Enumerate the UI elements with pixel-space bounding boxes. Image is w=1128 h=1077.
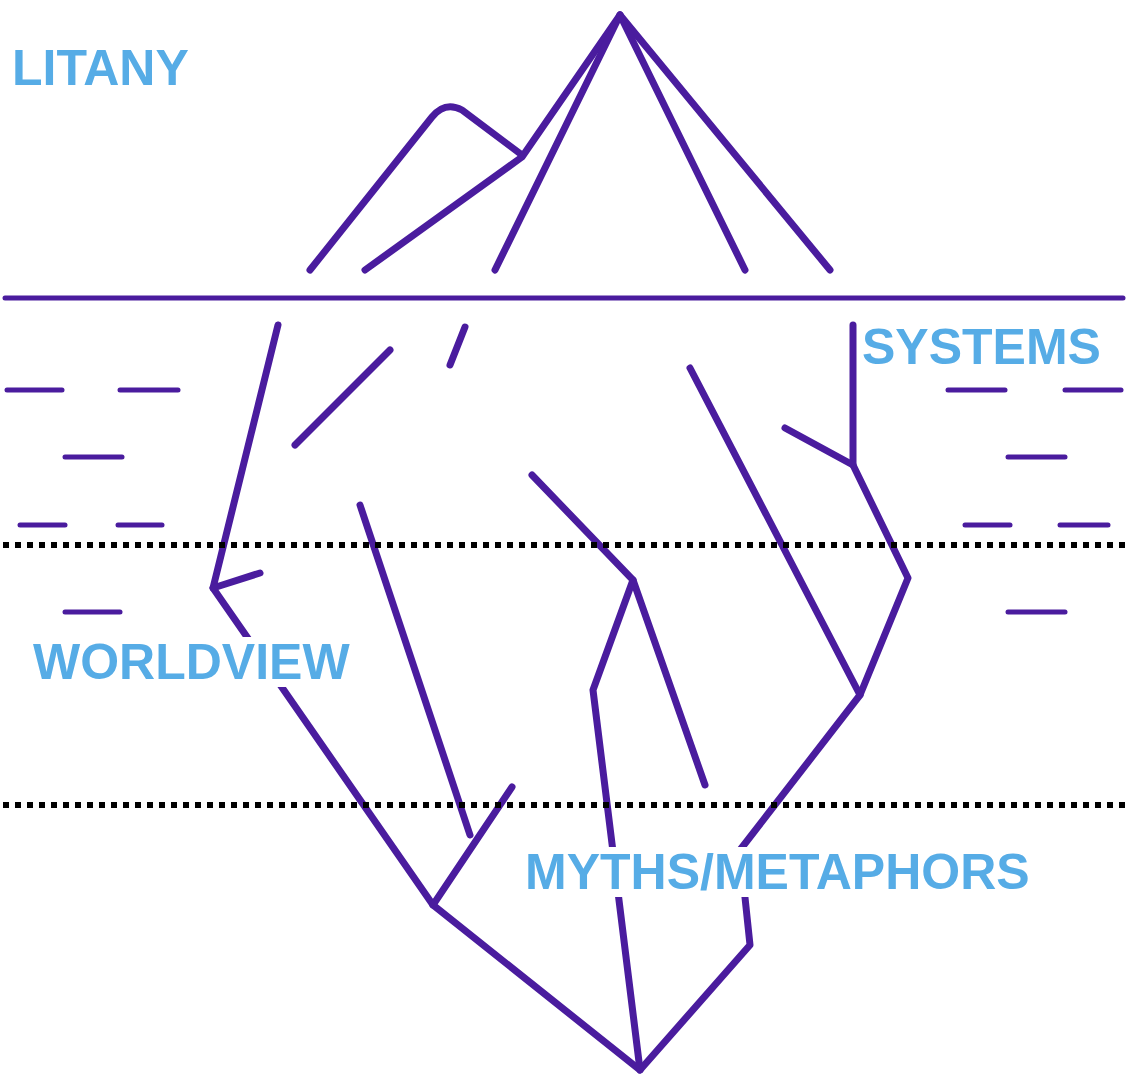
peak-line: [620, 15, 745, 270]
crack-line: [785, 428, 853, 465]
small-peak: [310, 107, 522, 270]
crack-line: [690, 368, 860, 695]
level-label: LITANY: [9, 43, 192, 93]
crack-line: [295, 350, 390, 445]
crack-line: [450, 327, 465, 365]
underwater-outline: [213, 325, 908, 1070]
level-label: WORLDVIEW: [30, 637, 353, 687]
crack-line: [213, 573, 260, 588]
water-dashes: [7, 390, 1121, 612]
peak-line: [495, 15, 620, 270]
level-dividers: [3, 545, 1128, 805]
level-label: SYSTEMS: [859, 322, 1104, 372]
crack-line: [593, 580, 640, 1070]
crack-line: [360, 505, 470, 835]
waterline: [5, 296, 1123, 301]
main-peak: [365, 15, 830, 270]
level-label: MYTHS/METAPHORS: [522, 847, 1033, 897]
